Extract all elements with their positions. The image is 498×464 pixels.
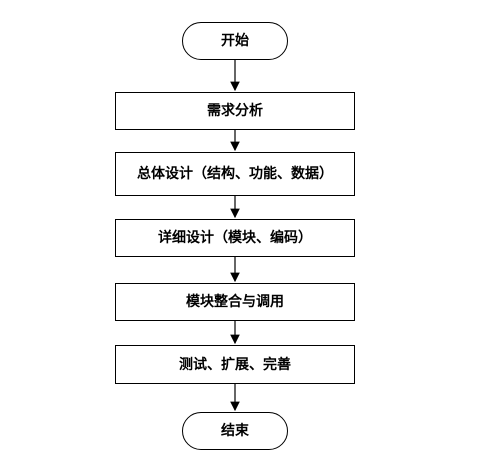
step-label: 详细设计（模块、编码） [158, 230, 312, 246]
start-label: 开始 [221, 33, 249, 49]
step-label: 模块整合与调用 [186, 294, 284, 310]
step-module-integration: 模块整合与调用 [115, 283, 355, 321]
step-label: 总体设计（结构、功能、数据） [137, 166, 333, 182]
step-overall-design: 总体设计（结构、功能、数据） [115, 152, 355, 196]
start-node: 开始 [182, 22, 288, 60]
step-testing-extension: 测试、扩展、完善 [115, 345, 355, 384]
step-label: 测试、扩展、完善 [179, 356, 291, 373]
end-node: 结束 [182, 412, 288, 450]
step-label: 需求分析 [207, 103, 263, 119]
end-label: 结束 [221, 423, 249, 439]
step-requirements-analysis: 需求分析 [115, 92, 355, 130]
step-detailed-design: 详细设计（模块、编码） [115, 219, 355, 257]
